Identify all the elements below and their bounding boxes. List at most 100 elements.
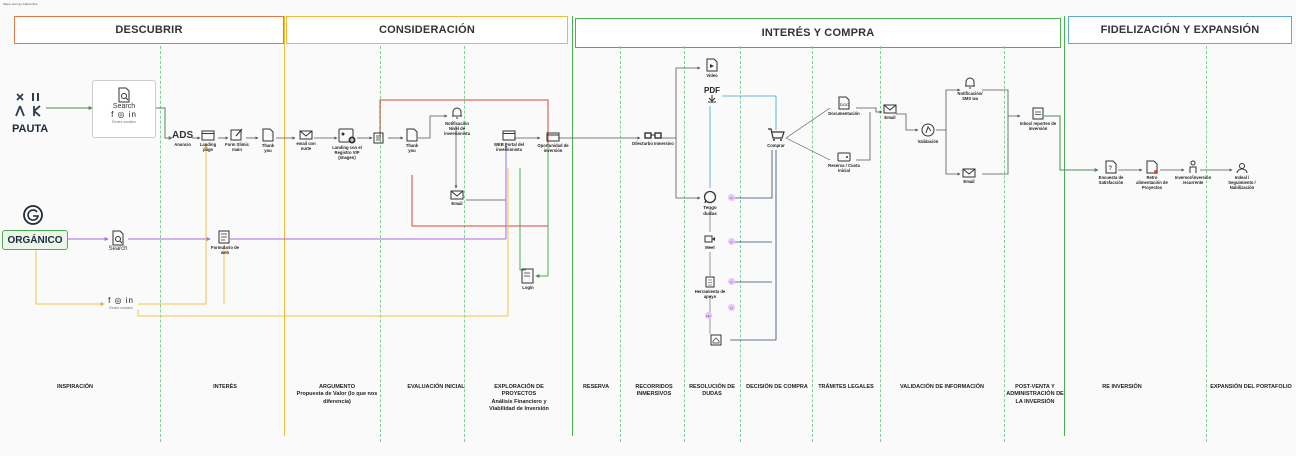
video-doc-icon	[706, 58, 718, 72]
docs-node[interactable]: DOC Documentación	[828, 96, 860, 116]
browser-icon	[502, 130, 516, 141]
informe-label: Inbox/ reportes de inversión	[1019, 121, 1057, 132]
reserva-node[interactable]: Reserva / Cuota Inicial	[826, 152, 862, 173]
badge: H	[728, 304, 735, 311]
stage-evaluacion: EVALUACIÓN INICIAL	[407, 384, 465, 390]
compra-label: Comprar	[767, 143, 785, 148]
stage-inspiracion: INSPIRACIÓN	[56, 384, 94, 390]
email-node-1[interactable]: Email	[446, 190, 468, 206]
badge: H	[728, 194, 735, 201]
stage-expansion: EXPANSIÓN DEL PORTAFOLIO	[1210, 384, 1292, 390]
video-node[interactable]: Video	[702, 58, 722, 78]
stage-postventa: POST-VENTA Y ADMINISTRACIÓN DE LA INVERS…	[1006, 384, 1064, 405]
formulario-web-node[interactable]: Formulario de web	[210, 230, 240, 255]
encuesta-node[interactable]: ? Encuesta de Satisfacción	[1094, 160, 1128, 185]
email1-label: Email	[451, 201, 463, 206]
email-nurture-node[interactable]: email con nurte	[292, 130, 320, 151]
document-icon	[262, 128, 274, 142]
notif-sms-node[interactable]: Notificación/ SMS wa	[956, 76, 984, 101]
thanks-node-2[interactable]: Thank you	[402, 128, 422, 153]
calculator-icon	[705, 276, 715, 288]
search2-label: Search	[108, 246, 128, 252]
thanks-node-1[interactable]: Thank you	[258, 128, 278, 153]
meet-node[interactable]: Meet	[700, 234, 720, 250]
search-icon	[112, 230, 124, 246]
informe-node[interactable]: Inbox/ reportes de inversión	[1016, 106, 1060, 131]
ads-node[interactable]: ADS Anuncio	[172, 130, 193, 147]
meet-label: Meet	[705, 245, 715, 250]
reserva-label: Reserva / Cuota Inicial	[828, 163, 860, 174]
stage-divider	[1004, 46, 1005, 442]
redes-node-organico[interactable]: f ◎ in Redes sociales	[104, 296, 138, 310]
phase-consideracion: CONSIDERACIÓN	[286, 16, 568, 44]
mail-icon	[450, 190, 464, 200]
form-node[interactable]: Form Slimic main	[224, 128, 250, 152]
stage-resolucion: RESOLUCIÓN DE DUDAS	[689, 384, 735, 398]
badge: H	[728, 278, 735, 285]
organico-label: ORGÁNICO	[7, 234, 63, 246]
login-node[interactable]: Login	[518, 268, 538, 290]
mail-icon	[883, 104, 897, 114]
retro-node[interactable]: Retro alimentación de Proyectos	[1134, 160, 1170, 190]
email-node-3[interactable]: Email	[958, 168, 980, 184]
compra-node[interactable]: Comprar	[760, 128, 792, 148]
vr-glasses-icon	[644, 132, 662, 139]
checklist-node	[373, 132, 385, 144]
stage-divider	[880, 46, 881, 442]
pdf-node[interactable]: PDF	[700, 86, 724, 103]
header-tag: Mapa Journey Kabal Dias	[3, 2, 38, 6]
search-icon	[118, 87, 130, 103]
anuncio-label: Anuncio	[174, 142, 191, 147]
validacion-label: Validación	[917, 139, 939, 144]
inversor-node[interactable]: Inversor/inversión recurrente	[1174, 160, 1212, 185]
nabla-node[interactable]: Indeal / Seguimiento / Nabilización	[1222, 162, 1262, 190]
stage-divider	[812, 46, 813, 442]
separator-consideracion-interes	[572, 16, 573, 436]
landing-label: Landing page	[199, 142, 217, 153]
clipboard-icon	[1032, 107, 1044, 120]
whatsapp-node[interactable]: Tengo dudas	[696, 190, 724, 216]
validacion-node[interactable]: Validación	[916, 122, 940, 144]
stage-divider	[684, 46, 685, 442]
nabla-label: Indeal / Seguimiento / Nabilización	[1228, 175, 1256, 191]
email-node-2[interactable]: Email	[880, 104, 900, 120]
landing-registro-node[interactable]: Landing con el Registro VIP (Imagen)	[328, 128, 366, 160]
wallet-icon	[837, 152, 851, 162]
person-icon	[1189, 160, 1197, 173]
glasses-node[interactable]: Dilecturbo Inmersivo	[632, 132, 674, 146]
herramienta-label: Herramienta de apoyo	[694, 289, 726, 300]
separator-interes-fidelizacion	[1064, 16, 1065, 436]
window-icon	[546, 132, 560, 142]
landing-node[interactable]: Landing page	[198, 130, 218, 152]
docs-label: Documentación	[828, 111, 860, 116]
notif-nivel-node[interactable]: Notificación Nivel de inversionista	[438, 106, 476, 136]
edit-icon	[230, 128, 243, 141]
herramienta-node[interactable]: Herramienta de apoyo	[694, 276, 726, 299]
encuesta-label: Encuesta de Satisfacción	[1098, 175, 1124, 186]
bell-icon	[965, 77, 975, 89]
browser-icon	[201, 130, 215, 141]
search-label: Search	[112, 103, 136, 110]
pauta-logo	[14, 92, 44, 118]
pauta-icon	[15, 93, 41, 117]
touch-icon	[921, 123, 935, 137]
video-call-icon	[704, 235, 715, 243]
oportunidad-label: Oportunidad de inversión	[537, 143, 569, 154]
glasses-label: Dilecturbo Inmersivo	[632, 141, 674, 146]
badge: H	[728, 238, 735, 245]
bell-icon	[452, 107, 462, 119]
mail-icon	[962, 168, 976, 178]
form-icon	[218, 230, 230, 244]
whatsapp-icon	[703, 190, 717, 204]
search-box-pauta[interactable]: Search f ◎ in Redes sociales	[92, 80, 156, 138]
oportunidad-node[interactable]: Oportunidad de inversión	[536, 132, 570, 153]
house-doc-icon	[710, 334, 722, 346]
stage-divider	[740, 46, 741, 442]
retro-label: Retro alimentación de Proyectos	[1136, 175, 1168, 191]
landing-registro-label: Landing con el Registro VIP (Imagen)	[332, 145, 362, 161]
search-node-organico[interactable]: Search	[106, 230, 130, 252]
pdf-icon: PDF	[704, 86, 720, 95]
web-portal-node[interactable]: WEB Portal del inversionista	[492, 130, 526, 152]
phase-fidelizacion: FIDELIZACIÓN Y EXPANSIÓN	[1068, 16, 1292, 44]
stage-argumento: ARGUMENTO Propuesta de Valor (lo que nos…	[296, 384, 378, 405]
